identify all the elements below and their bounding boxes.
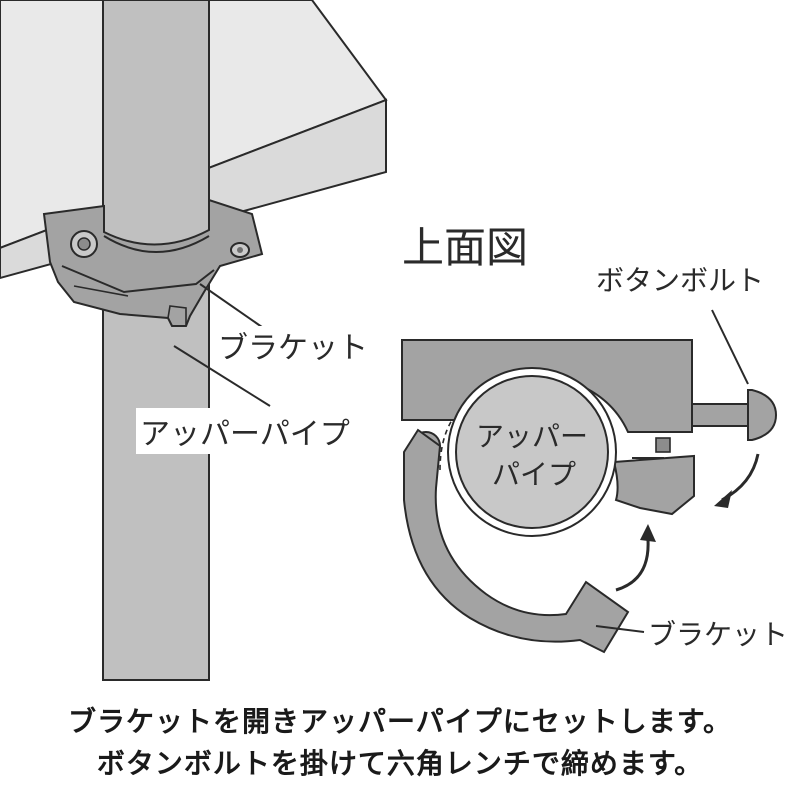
instruction-line-1: ブラケットを開きアッパーパイプにセットします。 (68, 705, 732, 738)
top-view: 上面図 ボタンボルト アッパー パイプ ブラケット (401, 223, 788, 654)
leader-upper-pipe-left (173, 345, 271, 407)
leader-bracket-right (595, 625, 645, 633)
leader-button-bolt (711, 309, 749, 385)
upper-pipe-section (455, 375, 609, 529)
bolt-rotation-arrow (721, 453, 760, 502)
label-bracket-left: ブラケット (218, 331, 368, 366)
top-view-title: 上面図 (402, 223, 528, 272)
upper-pipe (102, 0, 210, 681)
swing-bracket (403, 428, 630, 654)
leader-bracket-left (199, 283, 273, 335)
label-button-bolt: ボタンボルト (596, 264, 764, 297)
fixed-housing-jaw (612, 454, 695, 516)
bracket-clamp (42, 198, 264, 327)
button-bolt-head (747, 389, 778, 441)
label-upper-pipe-left: アッパーパイプ (140, 417, 350, 452)
label-upper-pipe-inner-1: アッパー (476, 420, 588, 453)
label-upper-pipe-inner-2: パイプ (492, 458, 576, 491)
button-bolt-shaft (691, 403, 751, 427)
perspective-view: ブラケット アッパーパイプ (0, 0, 388, 681)
instruction-line-2: ボタンボルトを掛けて六角レンチで締めます。 (96, 747, 704, 780)
bracket-swing-arrow (615, 539, 650, 592)
bracket-dashed-guide (439, 419, 453, 471)
label-bracket-right: ブラケット (648, 618, 788, 651)
